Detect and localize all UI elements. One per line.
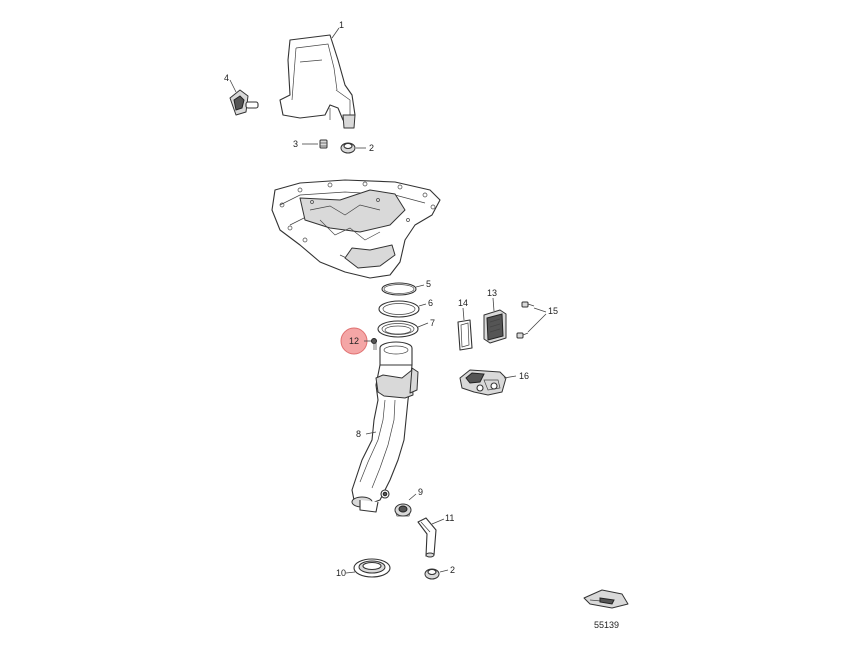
part-2-grommet-bottom[interactable] bbox=[424, 568, 440, 580]
part-14-gasket[interactable] bbox=[457, 319, 473, 351]
callout-5[interactable]: 5 bbox=[426, 279, 431, 289]
part-16-bracket[interactable] bbox=[459, 369, 507, 396]
callout-6[interactable]: 6 bbox=[428, 298, 433, 308]
callout-2-top[interactable]: 2 bbox=[369, 143, 374, 153]
callout-14[interactable]: 14 bbox=[458, 298, 468, 308]
part-9-grommet[interactable] bbox=[394, 503, 412, 517]
part-1-cover[interactable] bbox=[279, 34, 356, 129]
part-10-seal[interactable] bbox=[353, 558, 391, 578]
callout-1[interactable]: 1 bbox=[339, 20, 344, 30]
part-15-fasteners[interactable] bbox=[516, 301, 535, 339]
part-11-hose[interactable] bbox=[417, 517, 437, 558]
engine-orientation-icon bbox=[583, 589, 629, 609]
drawing-number: 55139 bbox=[594, 620, 619, 630]
callout-7[interactable]: 7 bbox=[430, 318, 435, 328]
callout-3[interactable]: 3 bbox=[293, 139, 298, 149]
callout-9[interactable]: 9 bbox=[418, 487, 423, 497]
callout-10[interactable]: 10 bbox=[336, 568, 346, 578]
part-3-fastener[interactable] bbox=[319, 139, 328, 149]
part-13-filter[interactable] bbox=[483, 309, 507, 344]
part-6-seal[interactable] bbox=[378, 300, 420, 318]
part-7-gasket[interactable] bbox=[377, 320, 419, 338]
callout-12[interactable]: 12 bbox=[349, 336, 359, 346]
callout-13[interactable]: 13 bbox=[487, 288, 497, 298]
callout-4[interactable]: 4 bbox=[224, 73, 229, 83]
callout-16[interactable]: 16 bbox=[519, 371, 529, 381]
part-2-grommet-top[interactable] bbox=[340, 142, 356, 154]
part-12-pin[interactable] bbox=[371, 338, 377, 351]
part-5-o-ring[interactable] bbox=[381, 282, 417, 296]
callout-2-bottom[interactable]: 2 bbox=[450, 565, 455, 575]
part-4-bracket[interactable] bbox=[229, 89, 259, 116]
callout-15[interactable]: 15 bbox=[548, 306, 558, 316]
callout-8[interactable]: 8 bbox=[356, 429, 361, 439]
callout-11[interactable]: 11 bbox=[445, 513, 454, 523]
part-8-exhaust-tube[interactable] bbox=[351, 341, 419, 513]
adapter-plate[interactable] bbox=[271, 179, 441, 279]
